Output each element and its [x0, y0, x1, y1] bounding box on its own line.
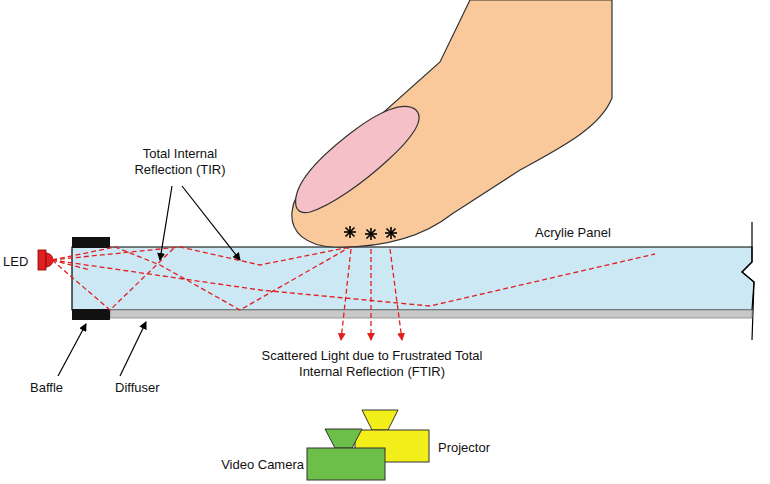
- baffle: [72, 237, 110, 248]
- tir-rays: [52, 247, 655, 310]
- leader-arrow: [182, 186, 240, 260]
- leader-arrow: [58, 324, 86, 376]
- fingernail: [296, 106, 419, 212]
- camera-lens: [325, 429, 362, 448]
- part-label: Video Camera: [204, 457, 304, 473]
- part-label: Baffle: [30, 380, 90, 396]
- part-label: LED: [3, 254, 43, 270]
- part-label: Total Internal Reflection (TIR): [120, 146, 240, 177]
- leader-arrow: [120, 322, 146, 376]
- contact-points: [344, 226, 397, 240]
- led-dome: [46, 253, 53, 267]
- part-label: Projector: [438, 440, 528, 456]
- projector-lens: [362, 410, 398, 430]
- part-label: Diffuser: [115, 380, 185, 396]
- video-camera: [307, 448, 385, 480]
- diffuser: [110, 310, 752, 318]
- part-label: Scattered Light due to Frustrated Total …: [261, 348, 483, 379]
- break-line: [742, 222, 754, 340]
- acrylic-panel: [72, 247, 754, 310]
- baffle: [72, 309, 110, 320]
- scattered-light: [341, 249, 402, 340]
- panel-label: Acrylie Panel: [535, 225, 611, 240]
- leader-arrow: [160, 186, 172, 260]
- panel-region: Acrylie Panel: [72, 247, 752, 310]
- led: [38, 250, 46, 270]
- finger: [292, 0, 612, 247]
